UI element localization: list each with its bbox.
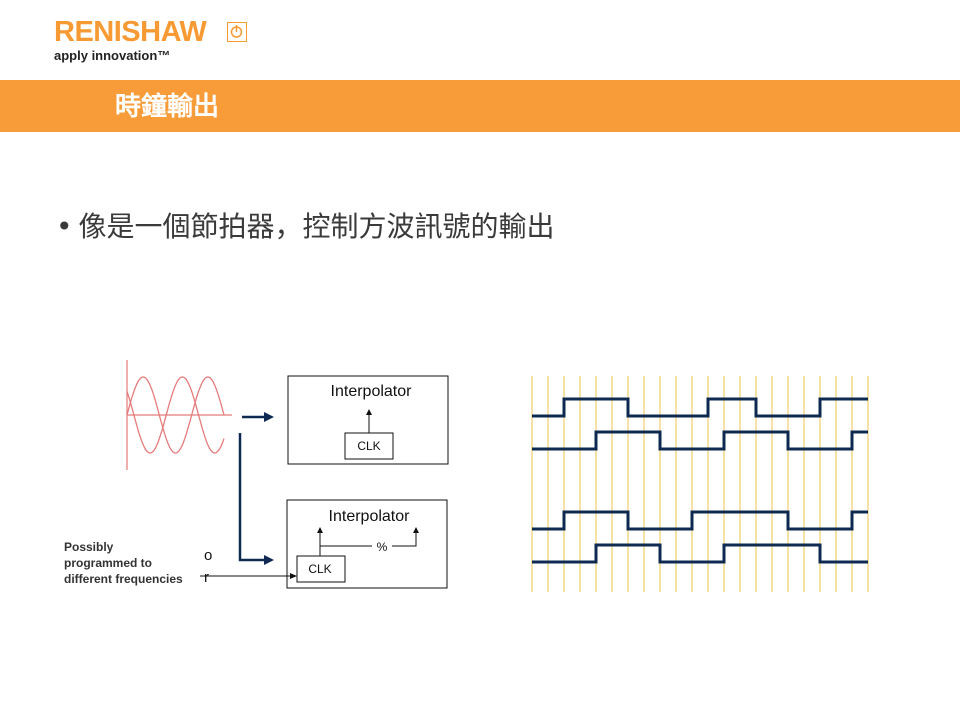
note-line-3: different frequencies [64,572,183,586]
note-line-1: Possibly [64,540,114,554]
square-wave-outputs [532,397,868,564]
title-band [0,80,960,132]
or-label-line-2: r [204,569,209,586]
signal-routing-arrows [238,412,274,565]
clk-top-box [344,432,394,460]
arrow-head-bottom [264,555,274,565]
cosine-wave [126,376,225,454]
clk-top-label: CLK [357,439,380,453]
brand-logo-text: RENISHAW [54,16,207,48]
square-wave-2 [532,430,868,451]
square-wave-1 [532,397,868,418]
programming-arrow-head [290,573,297,579]
clk-bottom-box [296,555,346,583]
interpolator-top: Interpolator CLK [287,375,449,465]
square-wave-4 [532,543,868,564]
brand-tagline: apply innovation™ [54,48,171,63]
sine-wave [126,376,225,454]
interpolator-bottom-label: Interpolator [329,508,411,525]
brand-logo-icon [227,22,247,42]
interpolator-bottom: Interpolator CLK % [200,499,448,589]
arrow-head-top [264,412,274,422]
or-label-line-1: o [204,547,212,564]
slide-title: 時鐘輸出 [115,92,220,122]
percent-divider-label: % [377,540,388,554]
clk-top-arrow-head [366,409,372,415]
interpolator-top-label: Interpolator [331,383,413,400]
arrow-to-bottom-interpolator [238,433,264,562]
bullet-item: •像是一個節拍器，控制方波訊號的輸出 [56,208,555,246]
programming-note: Possibly programmed to different frequen… [64,539,214,587]
percent-output-arrow-head [413,527,419,533]
sine-signal-graph [126,360,232,470]
percent-output-line [392,532,417,547]
bullet-text: 像是一個節拍器，控制方波訊號的輸出 [78,210,555,243]
clk-bottom-arrow-head [317,527,323,533]
square-wave-3 [532,510,868,531]
clk-bottom-label: CLK [308,562,331,576]
clock-tick-lines [531,376,869,592]
bullet-dot-icon: • [56,210,73,243]
note-line-2: programmed to [64,556,153,570]
